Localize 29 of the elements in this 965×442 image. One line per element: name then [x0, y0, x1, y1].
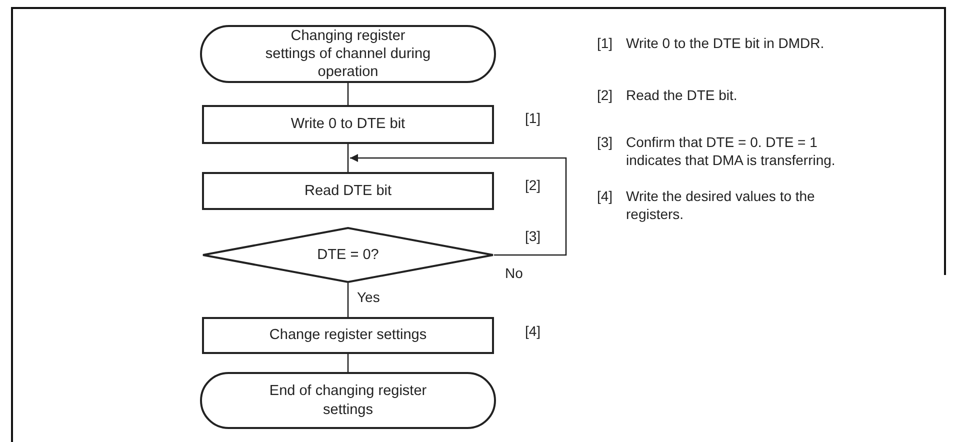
connector-line	[347, 144, 349, 172]
step-number: [1]	[597, 34, 613, 52]
step-number: [4]	[525, 323, 541, 339]
node-text: DTE = 0?	[316, 246, 380, 264]
connector-line	[347, 354, 349, 372]
process-box	[202, 317, 494, 354]
node-text: Read DTE bit	[303, 182, 393, 200]
connector-line	[347, 83, 349, 105]
step-number: [1]	[525, 110, 541, 126]
edge-label: Yes	[356, 289, 381, 305]
note-text: Confirm that DTE = 0. DTE = 1 indicates that DMA is transferring.	[626, 133, 836, 170]
connector-line	[347, 283, 349, 317]
note-text: Write 0 to the DTE bit in DMDR.	[626, 34, 826, 52]
note-text: Write the desired values to the registers.	[626, 187, 816, 224]
process-box	[202, 105, 494, 144]
step-number: [3]	[525, 228, 541, 244]
decision-diamond	[202, 227, 494, 283]
step-number: [4]	[597, 187, 613, 206]
node-text: Change register settings	[268, 326, 428, 345]
edge-label: No	[504, 265, 524, 281]
note-text: Read the DTE bit.	[626, 86, 738, 104]
step-number: [2]	[597, 86, 613, 104]
step-number: [3]	[597, 133, 613, 152]
arrow	[350, 154, 567, 256]
node-text: Write 0 to DTE bit	[290, 115, 406, 134]
node-text: Changing register settings of channel during operation	[264, 26, 432, 82]
node-text: End of changing register settings	[268, 382, 428, 419]
process-box	[202, 172, 494, 210]
step-number: [2]	[525, 177, 541, 193]
